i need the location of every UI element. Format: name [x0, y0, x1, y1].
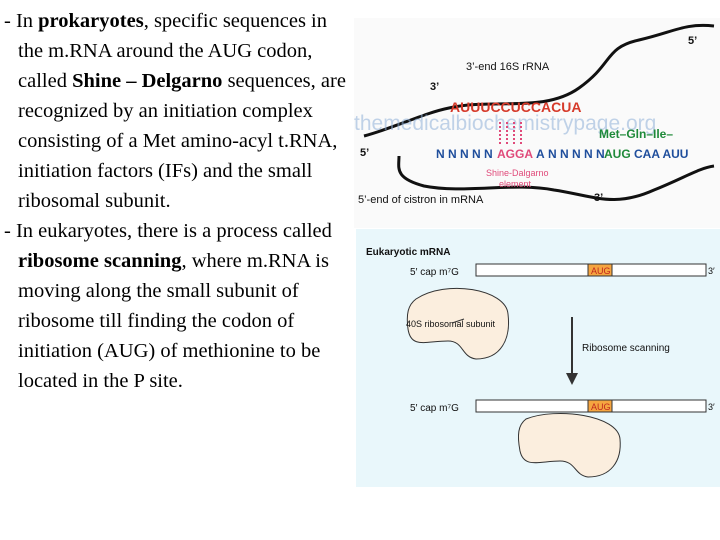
- mrna-n-block-1: N N N N N: [436, 147, 493, 161]
- start-codon-aug: AUG: [604, 147, 631, 161]
- aug-box-1: [587, 263, 613, 277]
- eukaryote-paragraph: - In eukaryotes, there is a process call…: [4, 216, 356, 396]
- three-prime-end-1: 3′: [708, 266, 715, 276]
- eukaryote-figure: Eukaryotic mRNA 5′ cap m⁷G AUG 3′ 40S ri…: [356, 229, 720, 487]
- sd-label-line1: Shine-Dalgarno: [486, 168, 549, 178]
- p1-text-b: sequences, are recognized by an initiati…: [18, 70, 346, 212]
- five-prime-top: 5’: [688, 35, 697, 47]
- cap-label-1: 5′ cap m⁷G: [410, 267, 459, 278]
- eukaryote-title: Eukaryotic mRNA: [366, 247, 450, 258]
- aug-label-2: AUG: [591, 402, 611, 412]
- aug-label-1: AUG: [591, 266, 611, 276]
- term-shine-delgarno: Shine – Delgarno: [72, 70, 223, 92]
- mrna-backbone: [397, 155, 715, 201]
- mrna-n-block-2: N N N N N: [548, 147, 605, 161]
- ribosome-subunit-1: [406, 287, 510, 360]
- text-block: - In prokaryotes, specific sequences in …: [4, 6, 356, 396]
- p2-text-a: - In eukaryotes, there is a process call…: [4, 220, 332, 242]
- term-prokaryotes: prokaryotes: [38, 10, 144, 32]
- ribosome-subunit-2: [517, 413, 621, 478]
- peptide-label: Met–Gln–Ile–: [599, 127, 673, 141]
- mrna-codons: CAA AUU: [634, 147, 688, 161]
- three-prime-left: 3’: [430, 81, 439, 93]
- three-prime-end-2: 3′: [708, 402, 715, 412]
- subunit-pointer: [451, 318, 465, 324]
- scanning-label: Ribosome scanning: [582, 343, 670, 354]
- cistron-label: 5’-end of cistron in mRNA: [358, 194, 484, 206]
- p1-dash: - In: [4, 10, 39, 32]
- three-prime-bottom: 3’: [594, 192, 603, 204]
- sd-label-line2: element: [499, 179, 532, 189]
- prokaryote-paragraph: - In prokaryotes, specific sequences in …: [4, 6, 356, 216]
- p1-text-a: , specific sequences in the m.RNA around…: [18, 10, 327, 92]
- prokaryote-figure: 3’-end 16S rRNA 5’ 3’ AUUUCCUCCACUA them…: [354, 18, 720, 228]
- scanning-arrow-head: [566, 373, 578, 385]
- cap-label-2: 5′ cap m⁷G: [410, 403, 459, 414]
- rrna-backbone: [363, 23, 715, 138]
- mrna-five-prime: 5’: [360, 147, 369, 159]
- base-pair-ticks: [499, 122, 522, 146]
- subunit-label: 40S ribosomal subunit: [406, 319, 496, 329]
- aug-box-2: [587, 399, 613, 413]
- term-ribosome-scanning: ribosome scanning: [18, 250, 182, 272]
- p2-text-b: , where m.RNA is moving along the small …: [18, 250, 329, 392]
- watermark: themedicalbiochemistrypage.org: [354, 112, 656, 135]
- mrna-a: A: [536, 147, 545, 161]
- rrna-end-label: 3’-end 16S rRNA: [466, 61, 550, 73]
- rrna-sequence: AUUUCCUCCACUA: [450, 99, 581, 115]
- shine-dalgarno-seq: AGGA: [497, 147, 533, 161]
